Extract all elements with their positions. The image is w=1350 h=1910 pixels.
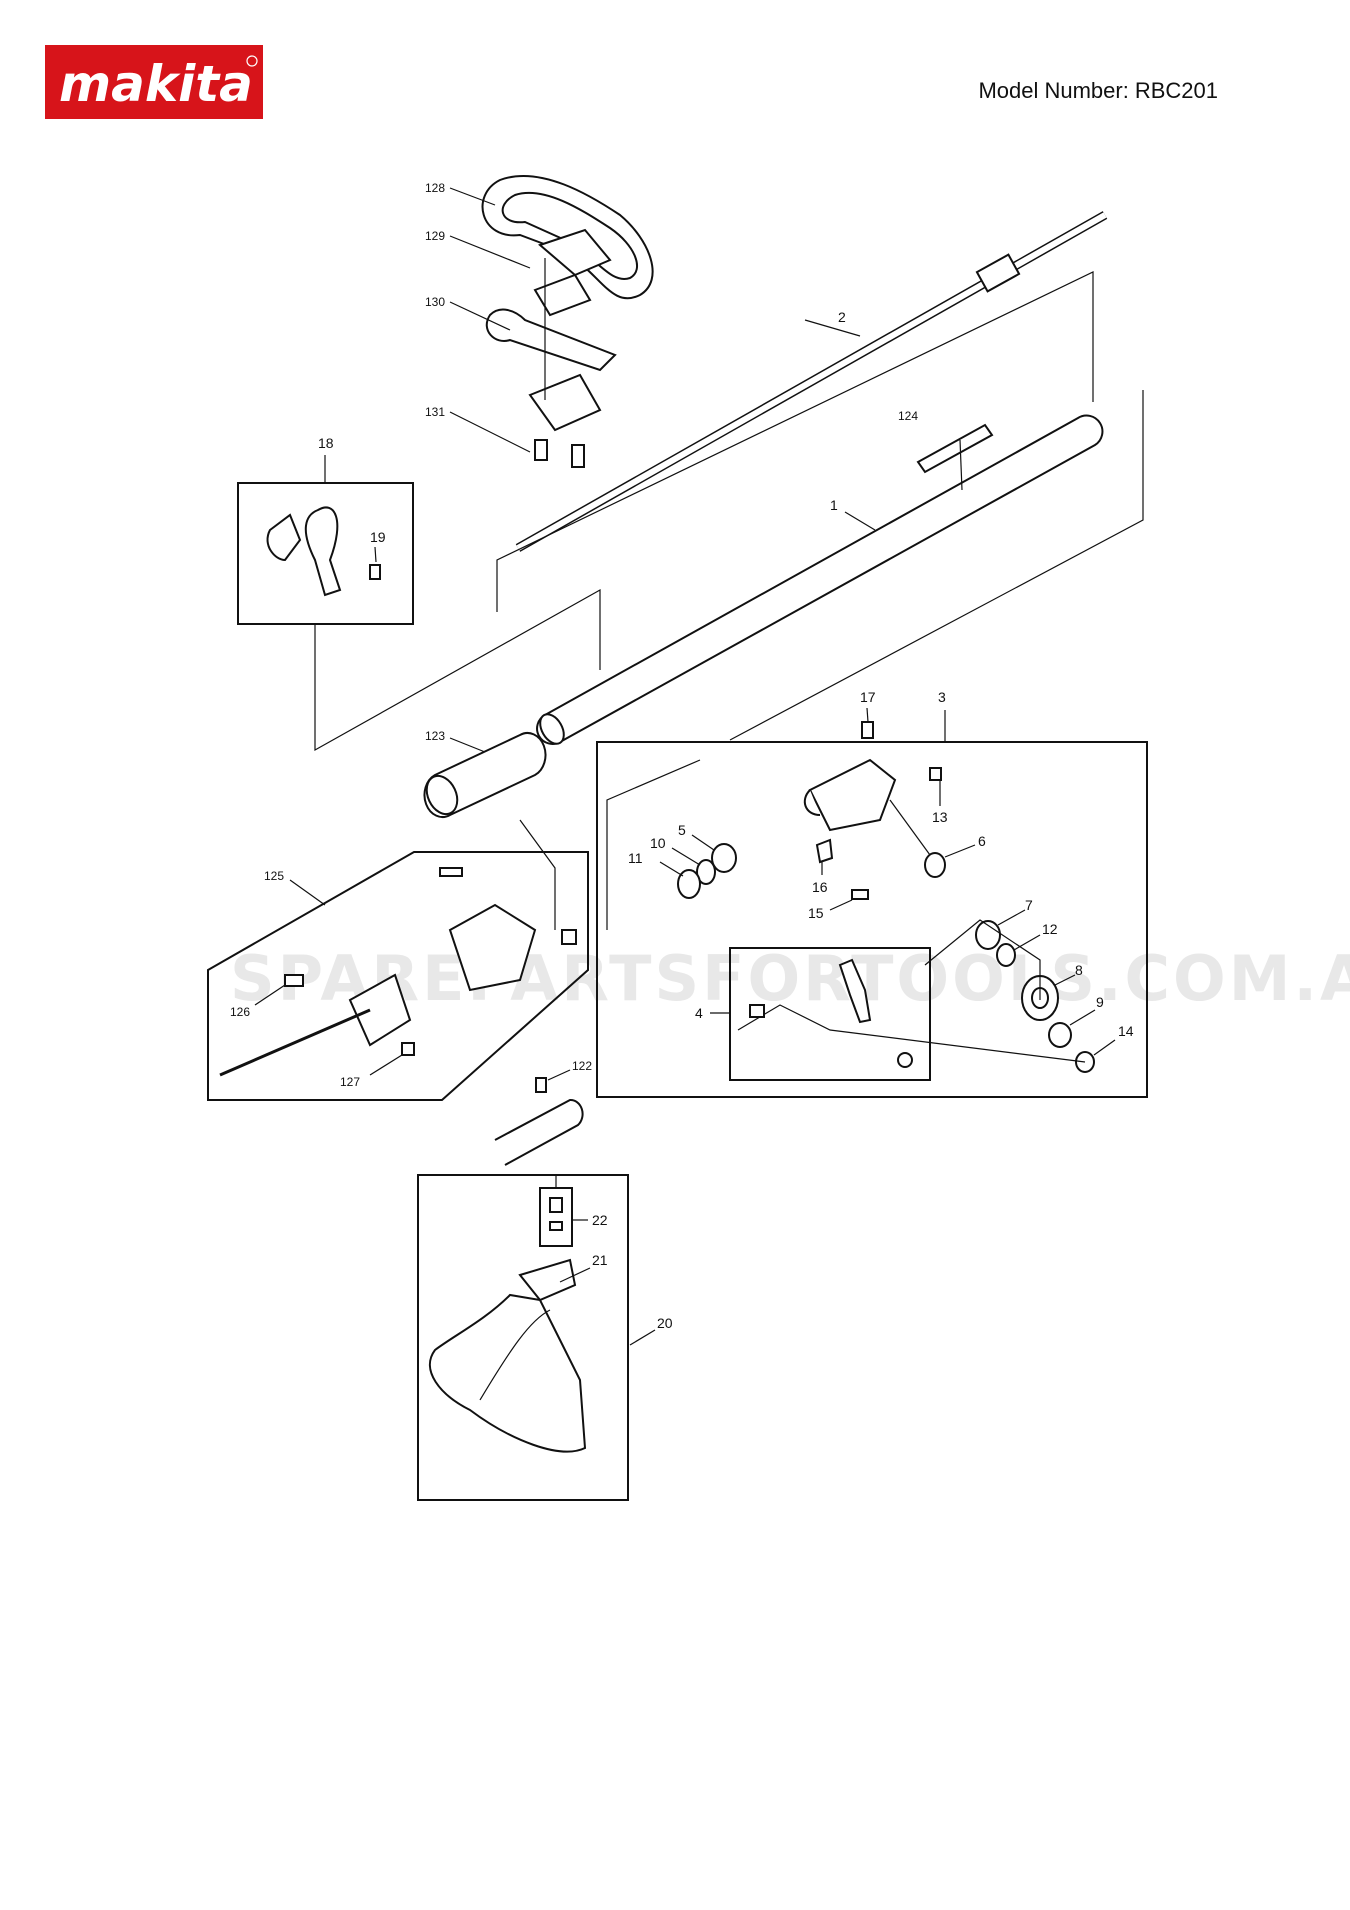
watermark: SPAREPARTSFORTOOLS.COM.AU bbox=[230, 942, 1350, 1015]
callout-130: 130 bbox=[425, 295, 445, 309]
callout-124: 124 bbox=[898, 409, 918, 423]
brand-text: makita bbox=[59, 55, 253, 113]
callout-128: 128 bbox=[425, 181, 445, 195]
callout-11: 11 bbox=[628, 850, 643, 866]
callout-123: 123 bbox=[425, 729, 445, 743]
callout-7: 7 bbox=[1025, 897, 1033, 913]
drive-shaft bbox=[515, 211, 1108, 552]
model-number-label: Model Number: bbox=[978, 78, 1129, 103]
callout-126: 126 bbox=[230, 1005, 250, 1019]
callout-3: 3 bbox=[938, 689, 946, 705]
model-number-value: RBC201 bbox=[1134, 78, 1218, 103]
callout-122: 122 bbox=[572, 1059, 592, 1073]
pinion-box bbox=[729, 947, 931, 1081]
callout-21: 21 bbox=[592, 1252, 608, 1268]
callout-17: 17 bbox=[860, 689, 876, 705]
makita-logo: makita bbox=[45, 45, 263, 119]
gear-head-box bbox=[596, 741, 1148, 1098]
callout-6: 6 bbox=[978, 833, 986, 849]
callout-15: 15 bbox=[808, 905, 824, 921]
callout-129: 129 bbox=[425, 229, 445, 243]
callout-22: 22 bbox=[592, 1212, 608, 1228]
callout-18: 18 bbox=[318, 435, 334, 451]
callout-4: 4 bbox=[695, 1005, 703, 1021]
callout-16: 16 bbox=[812, 879, 828, 895]
callout-5: 5 bbox=[678, 822, 686, 838]
callout-12: 12 bbox=[1042, 921, 1058, 937]
loop-handle bbox=[481, 174, 654, 468]
grip bbox=[423, 732, 547, 818]
callout-2: 2 bbox=[838, 309, 846, 325]
screw-kit-box bbox=[539, 1187, 573, 1247]
callout-14: 14 bbox=[1118, 1023, 1134, 1039]
guard-box bbox=[417, 1174, 629, 1501]
callout-125: 125 bbox=[264, 869, 284, 883]
callout-10: 10 bbox=[650, 835, 666, 851]
model-number: Model Number:RBC201 bbox=[972, 78, 1218, 104]
callout-1: 1 bbox=[830, 497, 838, 513]
shaft-tube bbox=[536, 414, 1104, 745]
callout-131: 131 bbox=[425, 405, 445, 419]
callout-9: 9 bbox=[1096, 994, 1104, 1010]
callout-20: 20 bbox=[657, 1315, 673, 1331]
throttle-housing-box bbox=[207, 851, 589, 1101]
callout-19: 19 bbox=[370, 529, 386, 545]
callout-13: 13 bbox=[932, 809, 948, 825]
callout-127: 127 bbox=[340, 1075, 360, 1089]
callout-8: 8 bbox=[1075, 962, 1083, 978]
